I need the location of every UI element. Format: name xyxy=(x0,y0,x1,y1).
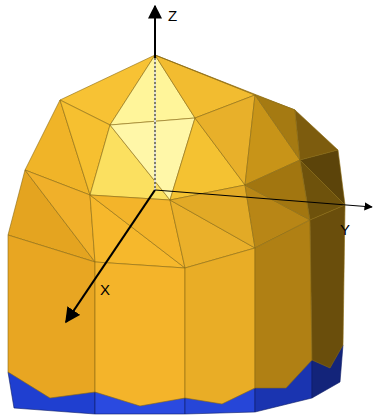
facet xyxy=(245,160,310,220)
facet xyxy=(185,248,255,404)
y-axis xyxy=(155,190,372,207)
cylinder-facets xyxy=(8,205,345,406)
facet xyxy=(155,55,295,110)
facet xyxy=(195,95,255,185)
facet xyxy=(95,262,185,406)
facet xyxy=(90,195,185,268)
axis-label: Y xyxy=(340,222,350,237)
facet xyxy=(255,220,312,388)
facet xyxy=(300,150,345,205)
z-axis-hidden-dash xyxy=(154,58,156,190)
facet xyxy=(310,205,345,368)
facet xyxy=(255,95,300,160)
axis-label: Z xyxy=(168,8,177,23)
z-axis-hidden xyxy=(154,58,156,190)
coordinate-axes xyxy=(66,6,372,322)
x-axis xyxy=(66,190,155,322)
axis-label: X xyxy=(100,282,110,297)
z-axis xyxy=(154,6,156,58)
facet xyxy=(90,195,185,268)
facet xyxy=(8,235,95,398)
